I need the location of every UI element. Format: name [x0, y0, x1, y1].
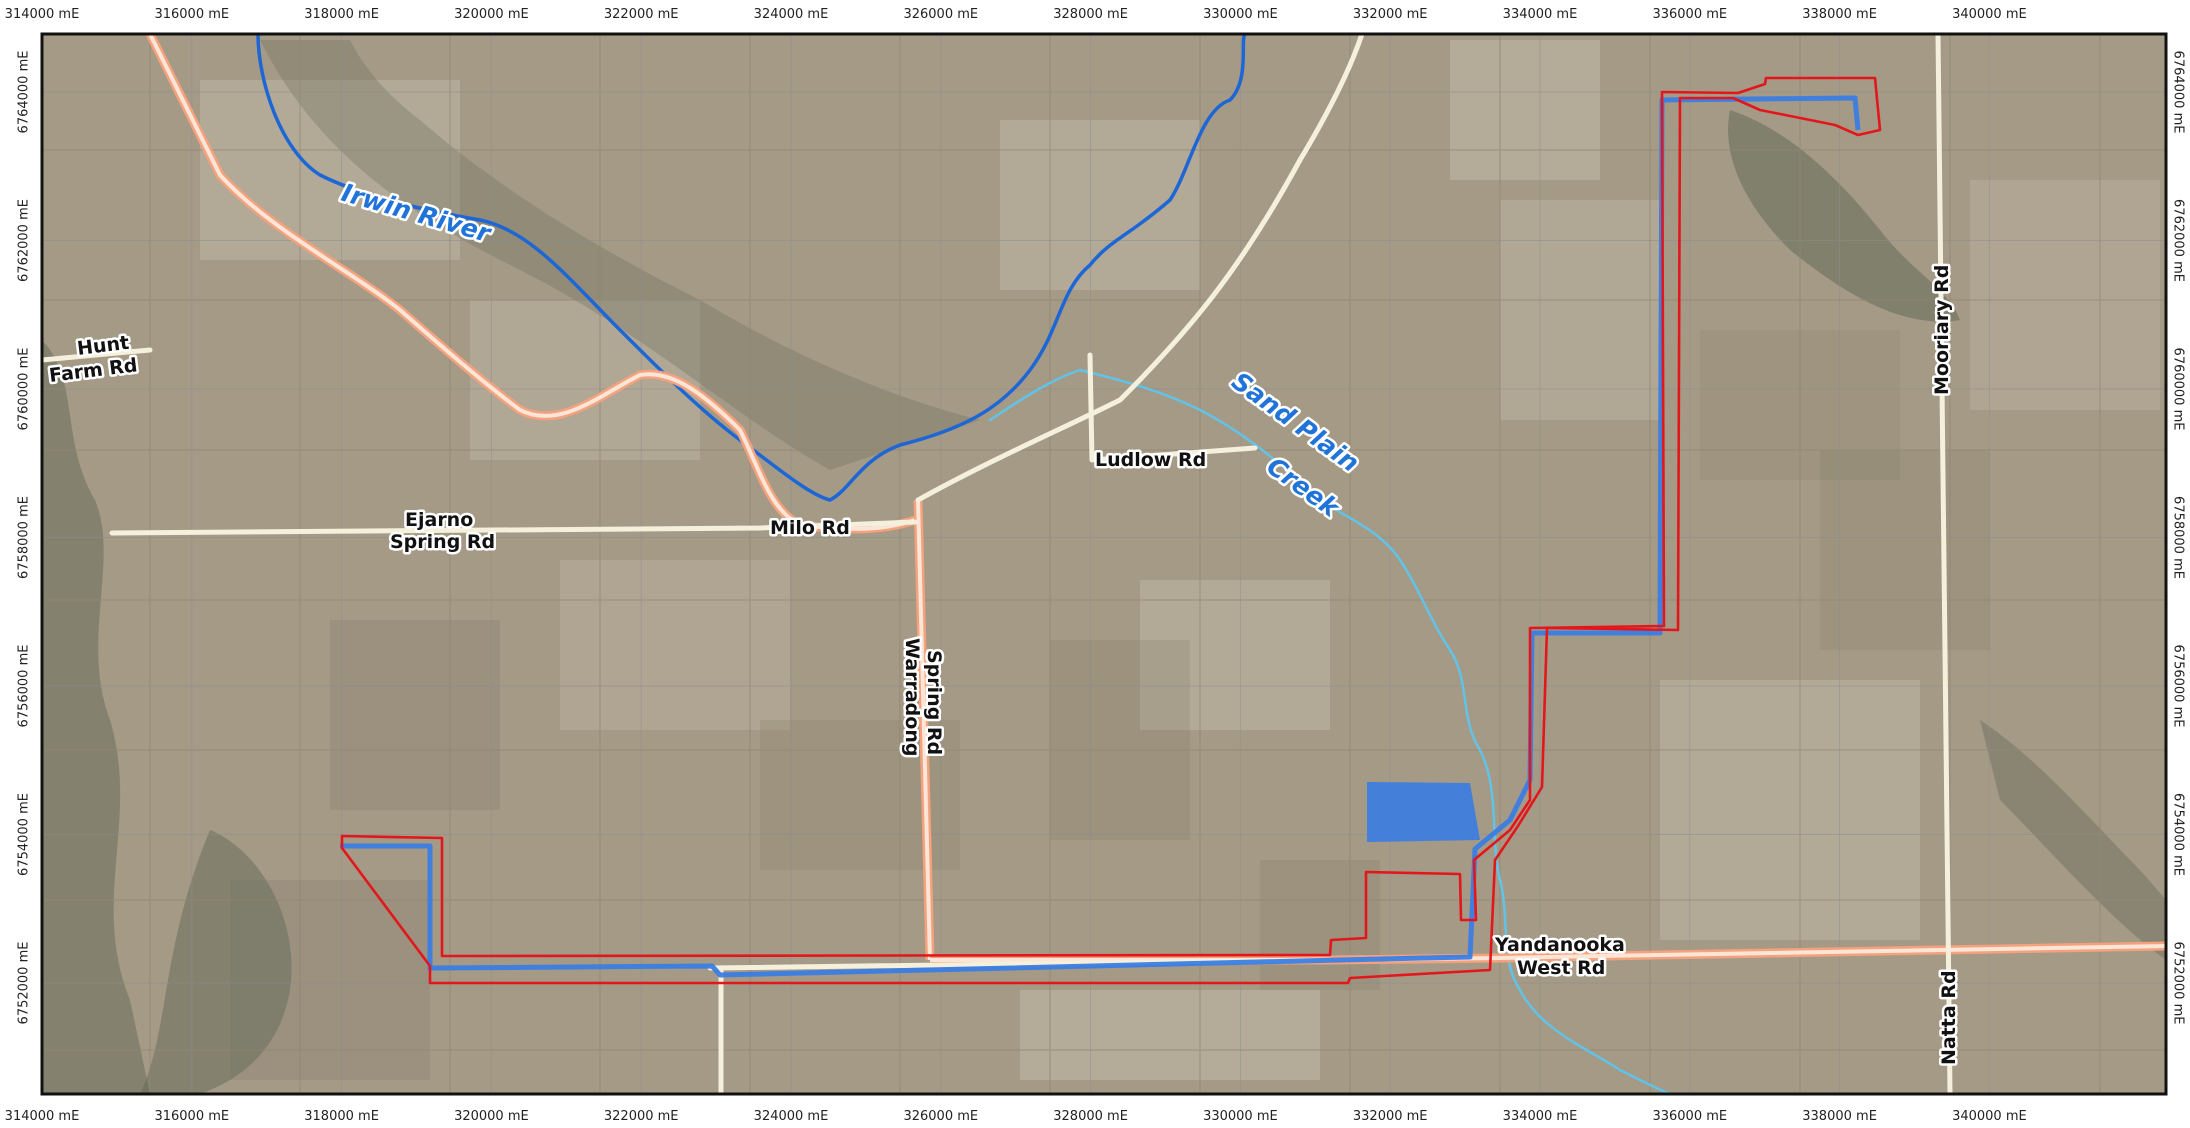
hunt-farm-road[interactable] — [42, 347, 153, 363]
easting-tick-label-top: 330000 mE — [1203, 7, 1278, 22]
northing-tick-label-right: 6764000 mE — [2171, 51, 2186, 134]
project-boundary[interactable] — [340, 76, 1882, 985]
northing-tick-label-right: 6756000 mE — [2171, 645, 2186, 728]
easting-tick-label-top: 328000 mE — [1053, 7, 1128, 22]
northing-tick-label-left: 6758000 mE — [17, 496, 32, 579]
roads — [42, 34, 2166, 1094]
warradong-spring-road[interactable] — [916, 499, 932, 961]
yandanooka-west-road-label-line2: West Rd — [1517, 957, 1605, 979]
easting-tick-label-bottom: 338000 mE — [1802, 1109, 1877, 1124]
ejarno-spring-road-label-line1: Ejarno — [405, 509, 473, 531]
northing-tick-label-right: 6758000 mE — [2171, 496, 2186, 579]
northing-tick-label-left: 6756000 mE — [17, 645, 32, 728]
easting-tick-label-bottom: 334000 mE — [1503, 1109, 1578, 1124]
easting-tick-label-bottom: 332000 mE — [1353, 1109, 1428, 1124]
transmission-line-route[interactable] — [340, 95, 1861, 978]
easting-tick-label-bottom: 330000 mE — [1203, 1109, 1278, 1124]
map-frame — [40, 32, 2168, 1096]
easting-tick-label-bottom: 340000 mE — [1952, 1109, 2027, 1124]
easting-tick-label-top: 318000 mE — [304, 7, 379, 22]
northing-tick-label-left: 6762000 mE — [17, 199, 32, 282]
northing-tick-label-left: 6754000 mE — [17, 793, 32, 876]
milo-road[interactable] — [148, 34, 916, 531]
northing-tick-label-right: 6760000 mE — [2171, 348, 2186, 431]
easting-tick-label-top: 322000 mE — [604, 7, 679, 22]
easting-tick-label-top: 326000 mE — [903, 7, 978, 22]
warradong-spring-road-label-line1: Warradong — [901, 638, 923, 756]
easting-tick-label-bottom: 328000 mE — [1053, 1109, 1128, 1124]
highway-northeast[interactable] — [915, 34, 1365, 503]
warradong-spring-road-label-line2: Spring Rd — [923, 650, 945, 755]
easting-tick-label-bottom: 336000 mE — [1652, 1109, 1727, 1124]
ejarno-spring-road-label-line2: Spring Rd — [390, 531, 495, 553]
easting-tick-label-bottom: 326000 mE — [903, 1109, 978, 1124]
sand-plain-creek[interactable] — [988, 368, 1672, 1094]
northing-tick-label-left: 6760000 mE — [17, 348, 32, 431]
ludlow-road[interactable] — [1087, 352, 1258, 463]
easting-tick-label-top: 324000 mE — [754, 7, 829, 22]
field-grid-overlay — [42, 34, 2166, 1094]
tick-labels: 314000 mE 314000 mE 316000 mE 316000 mE 3180… — [5, 7, 2186, 1124]
easting-tick-label-bottom: 318000 mE — [304, 1109, 379, 1124]
irwin-river[interactable] — [256, 34, 1247, 502]
easting-tick-label-top: 314000 mE — [5, 7, 80, 22]
yandanooka-west-road-label-line1: Yandanooka — [1494, 934, 1625, 956]
ludlow-road-label: Ludlow Rd — [1095, 449, 1206, 471]
easting-tick-label-bottom: 314000 mE — [5, 1109, 80, 1124]
solar-array-area[interactable] — [1367, 782, 1480, 842]
ejarno-spring-road[interactable] — [109, 519, 918, 536]
mooriary-road-label: Mooriary Rd — [1931, 265, 1953, 395]
easting-tick-label-top: 338000 mE — [1802, 7, 1877, 22]
easting-tick-label-top: 336000 mE — [1652, 7, 1727, 22]
mooriary-natta-road[interactable] — [1935, 34, 1953, 1094]
easting-tick-label-top: 320000 mE — [454, 7, 529, 22]
northing-tick-label-left: 6752000 mE — [17, 942, 32, 1025]
easting-tick-label-bottom: 316000 mE — [154, 1109, 229, 1124]
northing-tick-label-left: 6764000 mE — [17, 51, 32, 134]
easting-tick-label-top: 332000 mE — [1353, 7, 1428, 22]
natta-road-label: Natta Rd — [1938, 970, 1960, 1065]
easting-tick-label-bottom: 320000 mE — [454, 1109, 529, 1124]
easting-tick-label-bottom: 322000 mE — [604, 1109, 679, 1124]
northing-tick-label-right: 6762000 mE — [2171, 199, 2186, 282]
easting-tick-label-top: 316000 mE — [154, 7, 229, 22]
milo-road-label: Milo Rd — [770, 517, 850, 539]
grid-lines — [42, 34, 2166, 1094]
easting-tick-label-top: 334000 mE — [1503, 7, 1578, 22]
easting-tick-label-top: 340000 mE — [1952, 7, 2027, 22]
easting-tick-label-bottom: 324000 mE — [754, 1109, 829, 1124]
northing-tick-label-right: 6754000 mE — [2171, 793, 2186, 876]
northing-tick-label-right: 6752000 mE — [2171, 942, 2186, 1025]
infrastructure — [340, 95, 1861, 978]
map-canvas[interactable] — [42, 34, 2166, 1094]
